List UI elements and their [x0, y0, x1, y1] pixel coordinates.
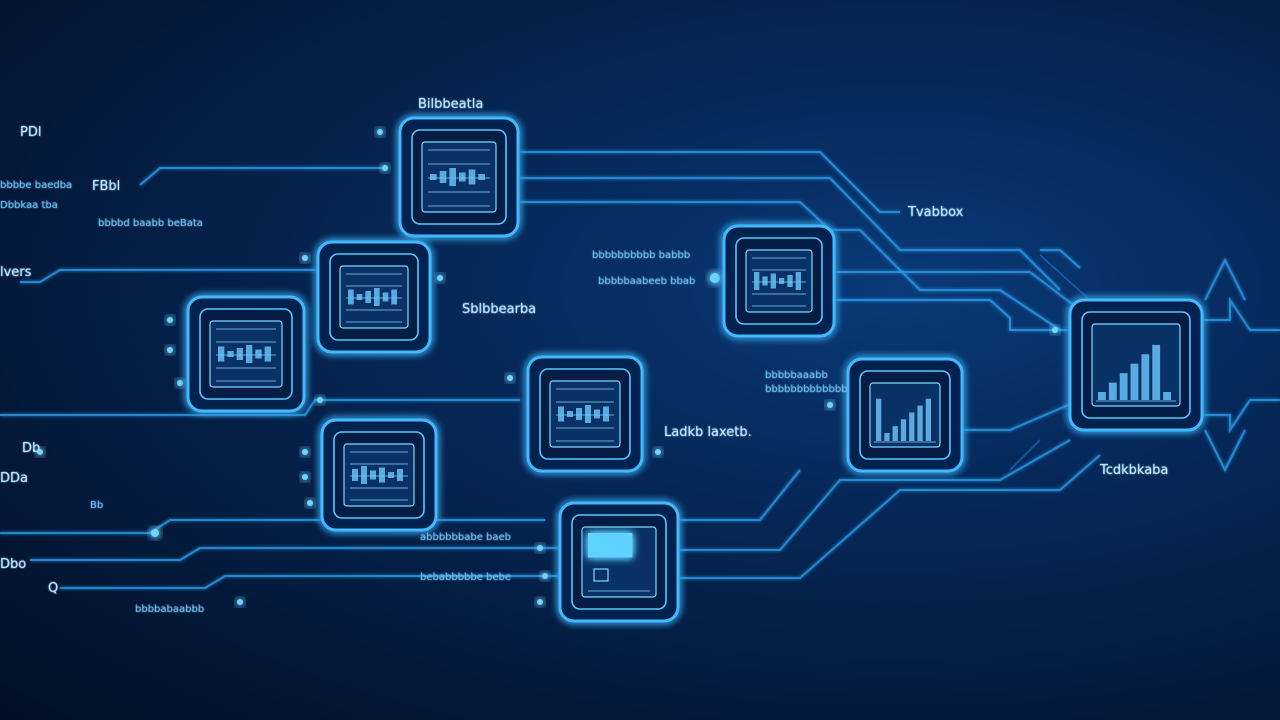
- node-top: [398, 116, 520, 238]
- node-center: [526, 355, 644, 473]
- label-bottom-a: abbbbbbabe baeb: [420, 532, 511, 543]
- diagram-labels: Bilbbeatla PDl bbbbe baedba FBbl Dbbkaa …: [0, 97, 1168, 615]
- label-fbbb-sub: Dbbkaa tba: [0, 200, 58, 211]
- label-bottom-c: bbbbabaabbb: [135, 604, 204, 615]
- label-fbbb-prefix: bbbbe baedba: [0, 180, 72, 191]
- label-node-mid-b: bbbbbaabeeb bbab: [598, 276, 695, 287]
- label-left-do: DDa: [0, 471, 28, 486]
- label-right-b: bbbbbbbbbbbbb: [765, 384, 848, 395]
- label-left-dd: Db: [22, 441, 40, 456]
- label-center-top: Sblbbearba: [462, 302, 536, 317]
- label-left-bb: Bb: [90, 500, 103, 511]
- node-upper-left: [316, 240, 432, 354]
- label-left-dbo: Dbo: [0, 557, 26, 572]
- label-right-a: bbbbbaaabb: [765, 370, 828, 381]
- label-left-mid: lvers: [0, 265, 32, 280]
- label-pdl-sub: bbbbd baabb beBata: [98, 218, 203, 229]
- label-left-q: Q: [48, 581, 58, 596]
- nodes: [186, 116, 1204, 623]
- label-right-bottom: Tcdkbkaba: [1099, 463, 1168, 478]
- node-upper-right: [722, 224, 836, 338]
- label-fbbb: FBbl: [92, 179, 120, 194]
- connection-dots: [37, 129, 1058, 605]
- connection-lines: [0, 131, 1280, 603]
- label-top-header: Bilbbeatla: [418, 97, 483, 112]
- node-right: [846, 357, 964, 473]
- label-bottom-b: bebabbbbbe bebe: [420, 572, 511, 583]
- node-lower-left: [320, 418, 438, 532]
- label-node-mid-a: bbbbbbbbbb babbb: [592, 250, 690, 261]
- label-pdl: PDl: [20, 125, 41, 140]
- label-center-mid: Ladkb laxetb.: [664, 425, 752, 440]
- node-left: [186, 295, 306, 413]
- label-right: Tvabbox: [907, 205, 964, 220]
- node-bottom: [558, 501, 680, 623]
- node-hub: [1068, 298, 1204, 432]
